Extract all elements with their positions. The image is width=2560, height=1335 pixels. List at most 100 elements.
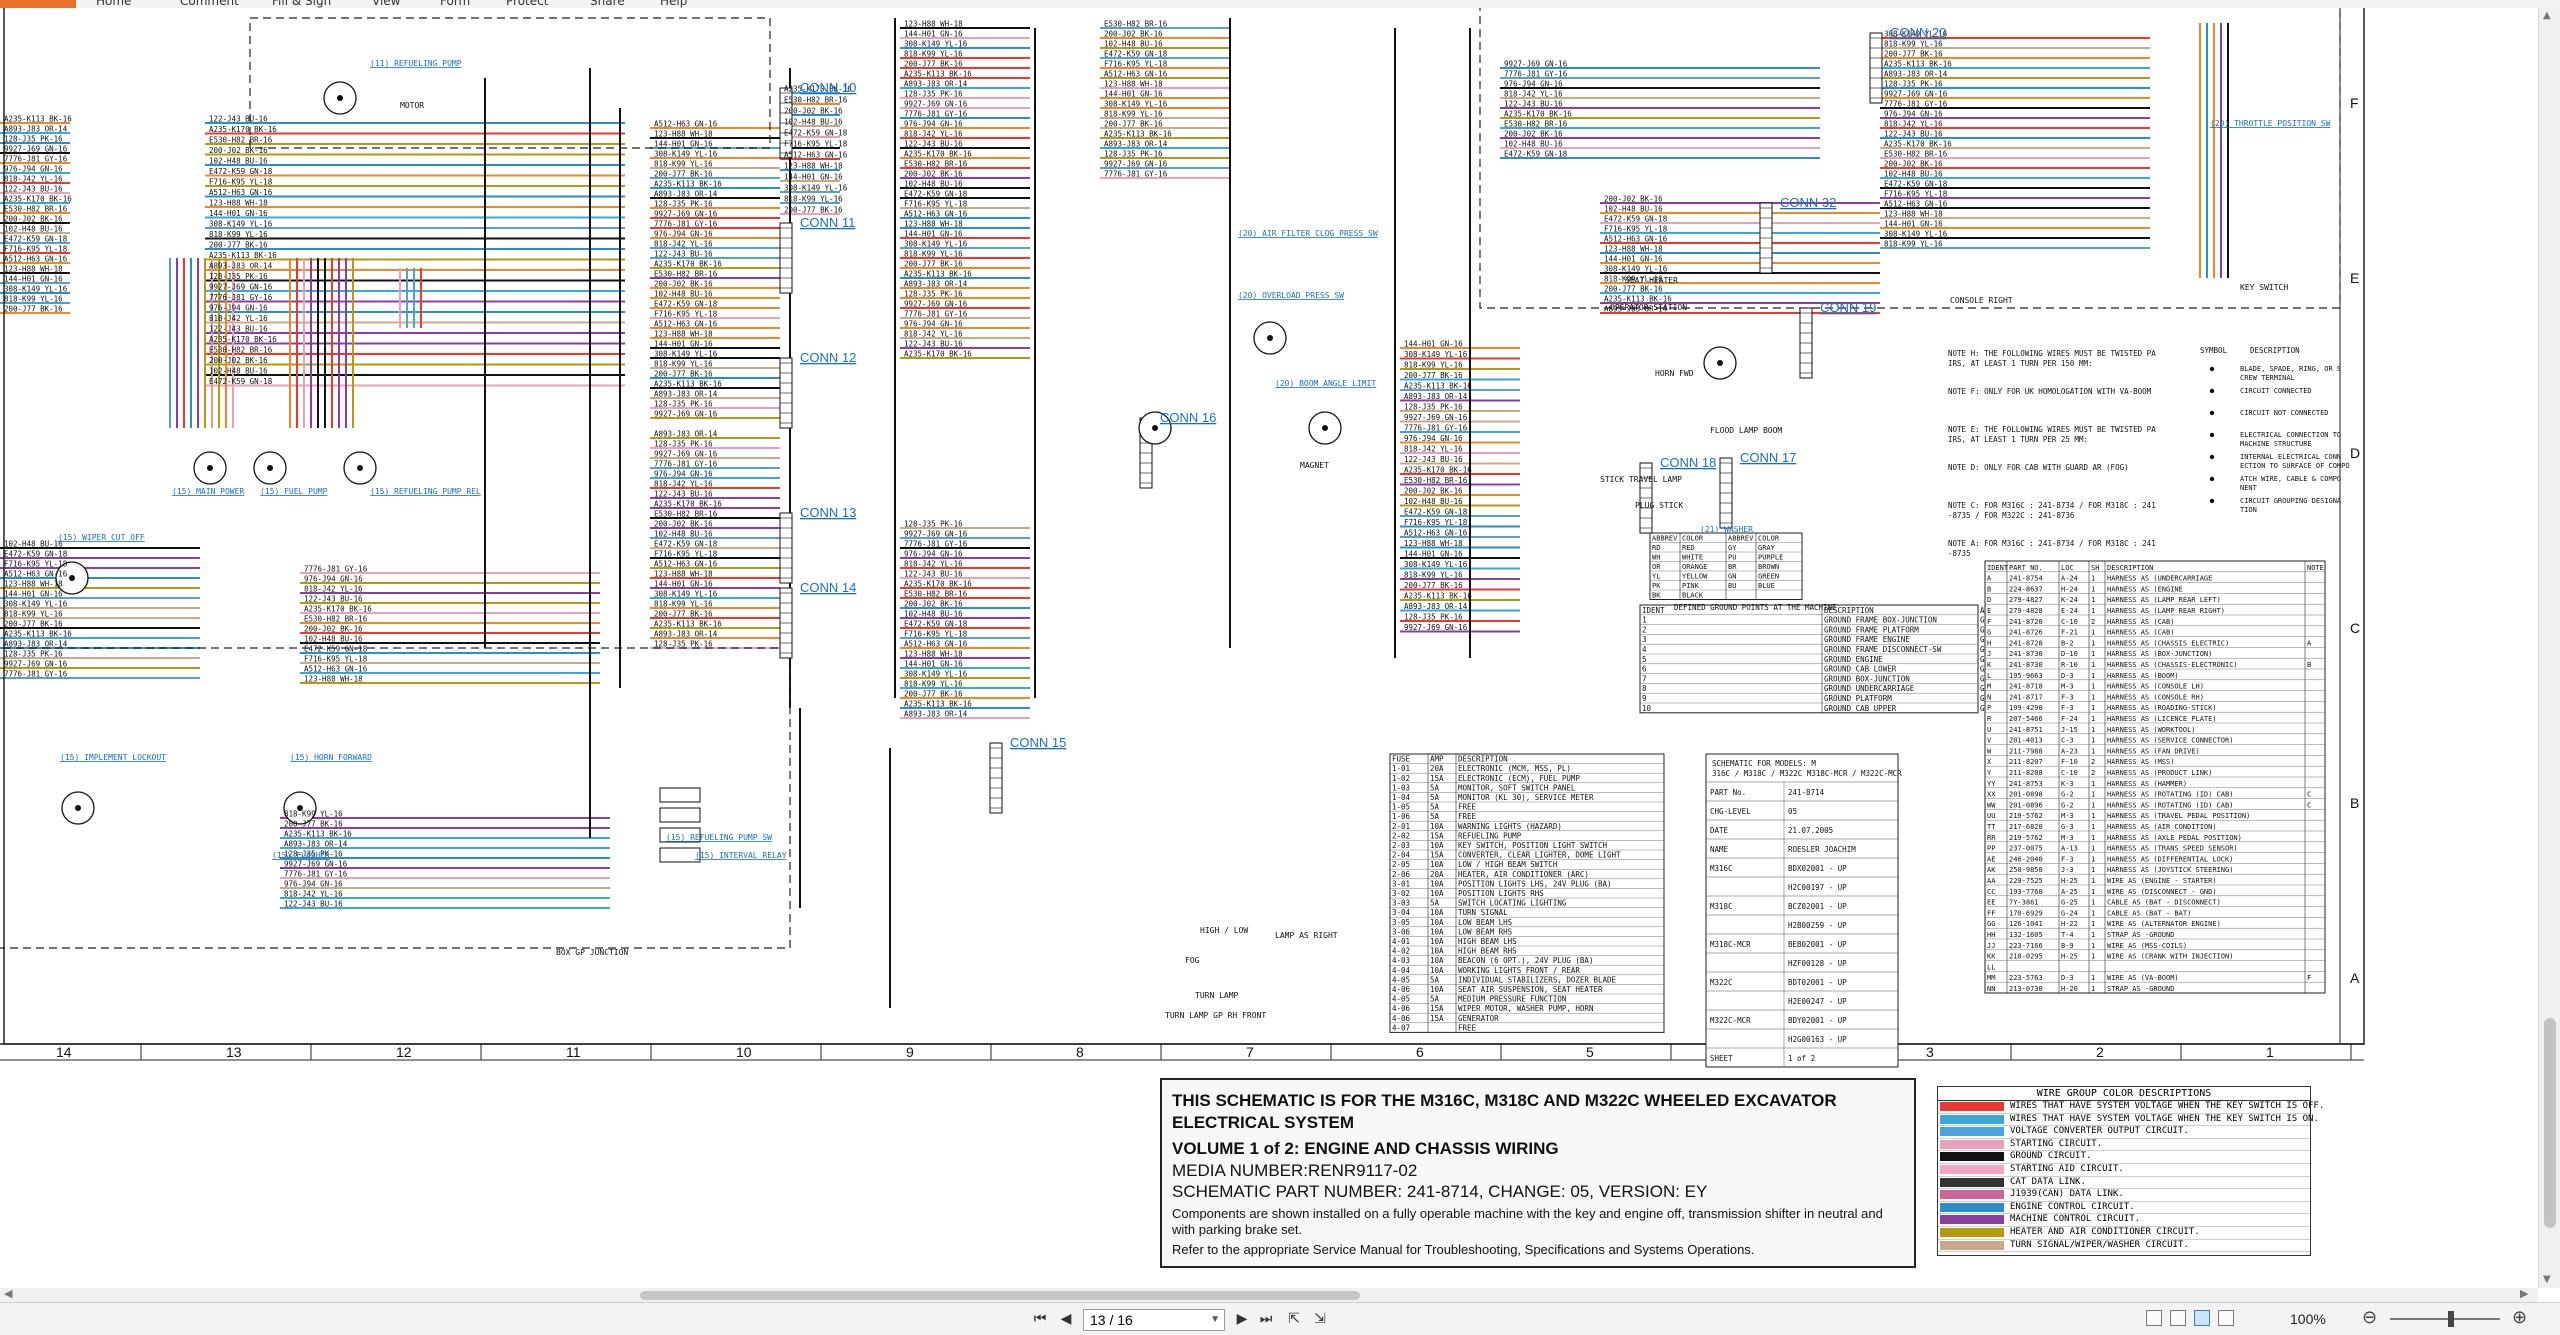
vertical-scrollbar[interactable]: ▲ ▼ — [2538, 8, 2560, 1288]
scroll-right-arrow-icon[interactable]: ▶ — [2520, 1287, 2529, 1300]
menu-share[interactable]: Share — [590, 0, 625, 8]
table-cell: 241-8751 — [2009, 726, 2043, 734]
column-number: 5 — [1586, 1044, 1594, 1060]
zoom-in-icon[interactable]: ⊕ — [2512, 1307, 2528, 1328]
scroll-down-arrow-icon[interactable]: ▼ — [2543, 1274, 2551, 1285]
last-page-icon[interactable]: ⏭ — [1259, 1311, 1273, 1327]
schematic-text: 1413121110987654321FEDCBAA235-K113 BK-16… — [4, 20, 2360, 1061]
scroll-left-arrow-icon[interactable]: ◀ — [4, 1287, 13, 1300]
table-cell: 1 — [1642, 616, 1647, 625]
wire-label: A235-K170 BK-16 — [1404, 466, 1472, 475]
table-cell: STRAP AS -GROUND — [2107, 985, 2174, 993]
wire-group-row: STARTING CIRCUIT. — [1938, 1139, 2310, 1152]
table-cell: B — [2307, 661, 2311, 669]
next-view-icon[interactable]: ⇲ — [1314, 1311, 1326, 1327]
table-cell: F-21 — [2061, 629, 2078, 637]
table-cell: ORANGE — [1682, 563, 1707, 571]
component-label: CONSOLE RIGHT — [1950, 296, 2013, 305]
menu-form[interactable]: Form — [440, 0, 471, 8]
symbol-legend-item: INTERNAL ELECTRICAL CONN — [2240, 453, 2341, 461]
wire-label: 200-J02 BK-16 — [784, 107, 843, 116]
single-page-view-icon[interactable] — [2146, 1310, 2162, 1326]
table-cell: WORKING LIGHTS FRONT / REAR — [1458, 966, 1580, 975]
table-cell: 132-1605 — [2009, 931, 2043, 939]
wire-label: A235-K113 BK-16 — [654, 380, 722, 389]
table-cell: 195-9663 — [2009, 672, 2043, 680]
zoom-out-icon[interactable]: ⊖ — [2362, 1307, 2378, 1328]
scroll-up-arrow-icon[interactable]: ▲ — [2543, 10, 2551, 21]
wire-color-swatch — [1940, 1127, 2004, 1137]
wire-label: 308-K149 YL-16 — [654, 590, 718, 599]
wire-label: 818-J42 YL-16 — [654, 240, 713, 249]
table-cell: FREE — [1458, 812, 1477, 821]
table-cell: 10A — [1430, 985, 1444, 994]
table-cell: 246-2040 — [2009, 855, 2043, 863]
facing-view-icon[interactable] — [2194, 1310, 2210, 1326]
zoom-level[interactable]: 100% — [2290, 1311, 2326, 1327]
wire-label: E472-K59 GN-18 — [4, 235, 68, 244]
file-menu-button[interactable] — [0, 0, 76, 8]
wire-label: 308-K149 YL-16 — [904, 670, 968, 679]
table-cell: 10A — [1430, 947, 1444, 956]
table-cell: WIRE AS (ALTERNATOR ENGINE) — [2107, 920, 2221, 928]
wire-color-swatch — [1940, 1177, 2004, 1187]
conn32-label: CONN 32 — [1780, 195, 1836, 210]
zoom-slider-knob[interactable] — [2448, 1311, 2454, 1327]
table-cell: BROWN — [1758, 563, 1779, 571]
wire-label: 123-H88 WH-18 — [1104, 80, 1163, 89]
table-cell: X — [1987, 758, 1992, 766]
wire-label: 102-H48 BU-16 — [304, 635, 363, 644]
previous-page-icon[interactable]: ◀ — [1060, 1311, 1072, 1327]
vertical-scroll-thumb[interactable] — [2544, 1018, 2556, 1228]
page-number-input[interactable]: 13 / 16 ▼ — [1083, 1309, 1225, 1331]
table-cell: D-3 — [2061, 974, 2074, 982]
menu-view[interactable]: View — [372, 0, 401, 8]
menu-protect[interactable]: Protect — [506, 0, 549, 8]
menu-fill-sign[interactable]: Fill & Sign — [272, 0, 332, 8]
table-cell: OR — [1652, 563, 1661, 571]
wire-label: A893-J83 OR-14 — [1884, 70, 1948, 79]
table-cell: PK — [1652, 582, 1661, 590]
wire-label: 9927-J69 GN-16 — [1884, 90, 1948, 99]
table-cell: 2-02 — [1392, 831, 1410, 840]
table-cell: LOW BEAM RHS — [1458, 927, 1513, 936]
component-pin — [337, 95, 343, 101]
component-pin — [207, 465, 213, 471]
wire-label: 144-H01 GN-16 — [654, 580, 713, 589]
table-cell: GROUND CAB UPPER — [1824, 704, 1897, 713]
continuous-facing-view-icon[interactable] — [2218, 1310, 2234, 1326]
wire-label: F716-K95 YL-18 — [1404, 518, 1468, 527]
table-cell: REFUELING PUMP — [1458, 831, 1522, 840]
first-page-icon[interactable]: ⏮ — [1033, 1311, 1047, 1327]
table-cell: 1 — [2091, 650, 2095, 658]
table-cell: WIRE AS (CRANK WITH INJECTION) — [2107, 953, 2233, 961]
column-number: 10 — [736, 1044, 752, 1060]
conn17-label: CONN 17 — [1740, 450, 1796, 465]
horizontal-scrollbar[interactable]: ◀ ▶ — [0, 1287, 2538, 1302]
component-label: OPERATOR STATION — [1610, 303, 1687, 312]
table-cell: L — [1987, 672, 1991, 680]
table-cell: 10A — [1430, 860, 1444, 869]
table-cell: 1-01 — [1392, 764, 1410, 773]
table-cell: JJ — [1987, 942, 1995, 950]
wire-lines — [0, 18, 2229, 1008]
zoom-slider[interactable] — [2390, 1311, 2500, 1327]
models-value: H2E00247 - UP — [1788, 997, 1847, 1006]
next-page-icon[interactable]: ▶ — [1236, 1311, 1248, 1327]
previous-view-icon[interactable]: ⇱ — [1288, 1311, 1300, 1327]
wire-label: 976-J94 GN-16 — [304, 575, 363, 584]
wire-label: 200-J77 BK-16 — [1404, 371, 1463, 380]
wire-label: 9927-J69 GN-16 — [1404, 413, 1468, 422]
continuous-view-icon[interactable] — [2170, 1310, 2186, 1326]
menu-comment[interactable]: Comment — [180, 0, 239, 8]
menu-home[interactable]: Home — [96, 0, 132, 8]
page-dropdown-icon[interactable]: ▼ — [1210, 1314, 1220, 1325]
menu-help[interactable]: Help — [660, 0, 688, 8]
note-line: NOTE C: FOR M316C : 241-8734 / FOR M318C… — [1948, 501, 2156, 510]
horizontal-scroll-thumb[interactable] — [640, 1291, 1360, 1300]
component-label: (15) HORN FORWARD — [290, 753, 372, 762]
component-pin — [267, 465, 273, 471]
component-label: MAGNET — [1300, 461, 1329, 470]
table-header-cell: ABBREV — [1728, 535, 1754, 543]
wire-label: 144-H01 GN-16 — [4, 590, 63, 599]
